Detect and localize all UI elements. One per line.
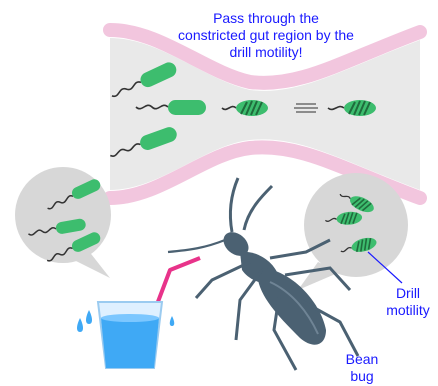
cup-water [101, 318, 159, 368]
right-speech-bubble [298, 173, 408, 290]
drinking-cup-icon [98, 258, 200, 368]
bean-bug-label: Bean bug [337, 351, 387, 385]
left-speech-bubble [15, 167, 111, 278]
drill-motility-label: Drill motility [378, 285, 438, 319]
diagram-title: Pass through the constricted gut region … [178, 10, 354, 61]
